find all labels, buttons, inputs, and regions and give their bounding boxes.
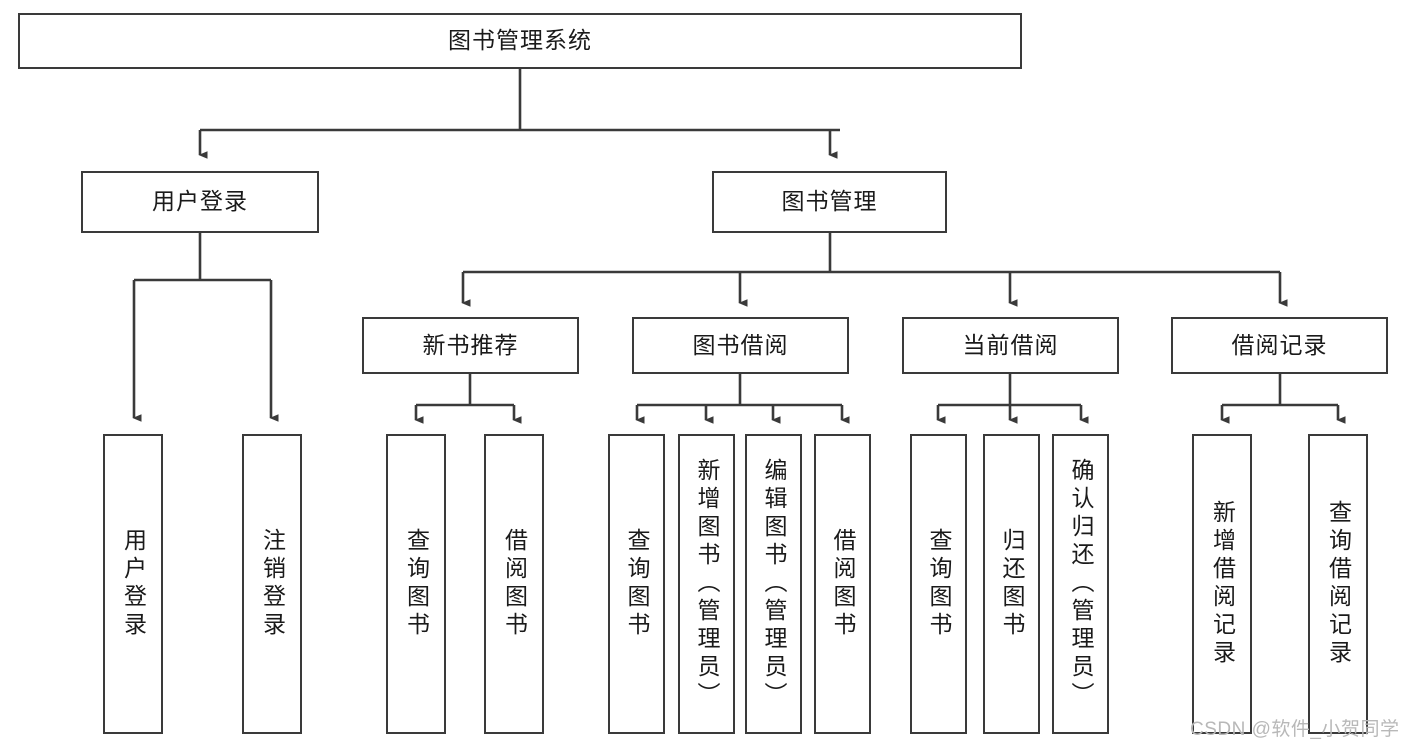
node-book-borrow-label: 图书借阅 [692,331,789,358]
leaf-query-borrow-record-label: 查询借阅记录 [1325,500,1352,668]
leaf-confirm-return-admin-label: 确认归还（管理员） [1068,458,1094,710]
node-borrow-records[interactable]: 借阅记录 [1171,317,1388,374]
node-book-management-label: 图书管理 [781,188,878,215]
leaf-edit-book-admin[interactable]: 编辑图书（管理员） [745,434,802,734]
leaf-borrow-book-recommend[interactable]: 借阅图书 [484,434,544,734]
node-user-login-label: 用户登录 [152,188,248,215]
leaf-add-book-admin[interactable]: 新增图书（管理员） [678,434,735,734]
leaf-borrow-book-recommend-label: 借阅图书 [501,528,528,640]
leaf-borrow-book[interactable]: 借阅图书 [814,434,871,734]
leaf-logout[interactable]: 注销登录 [242,434,302,734]
node-user-login[interactable]: 用户登录 [81,171,319,233]
leaf-add-borrow-record[interactable]: 新增借阅记录 [1192,434,1252,734]
leaf-edit-book-admin-label: 编辑图书（管理员） [761,458,787,710]
leaf-borrow-book-label: 借阅图书 [830,528,856,640]
leaf-query-book-current[interactable]: 查询图书 [910,434,967,734]
leaf-user-login-label: 用户登录 [120,528,147,640]
leaf-query-book-current-label: 查询图书 [926,528,952,640]
node-book-management[interactable]: 图书管理 [712,171,947,233]
leaf-logout-label: 注销登录 [259,528,286,640]
node-current-borrow[interactable]: 当前借阅 [902,317,1119,374]
leaf-query-book-borrow[interactable]: 查询图书 [608,434,665,734]
node-root-label: 图书管理系统 [448,27,592,54]
leaf-return-book[interactable]: 归还图书 [983,434,1040,734]
node-borrow-records-label: 借阅记录 [1231,331,1328,358]
leaf-query-book-recommend[interactable]: 查询图书 [386,434,446,734]
node-root[interactable]: 图书管理系统 [18,13,1022,69]
leaf-query-borrow-record[interactable]: 查询借阅记录 [1308,434,1368,734]
node-new-book-recommend-label: 新书推荐 [422,331,519,358]
leaf-return-book-label: 归还图书 [999,528,1025,640]
node-book-borrow[interactable]: 图书借阅 [632,317,849,374]
leaf-add-borrow-record-label: 新增借阅记录 [1209,500,1236,668]
leaf-confirm-return-admin[interactable]: 确认归还（管理员） [1052,434,1109,734]
node-new-book-recommend[interactable]: 新书推荐 [362,317,579,374]
node-current-borrow-label: 当前借阅 [962,331,1059,358]
leaf-add-book-admin-label: 新增图书（管理员） [694,458,720,710]
leaf-query-book-borrow-label: 查询图书 [624,528,650,640]
leaf-query-book-recommend-label: 查询图书 [403,528,430,640]
leaf-user-login[interactable]: 用户登录 [103,434,163,734]
